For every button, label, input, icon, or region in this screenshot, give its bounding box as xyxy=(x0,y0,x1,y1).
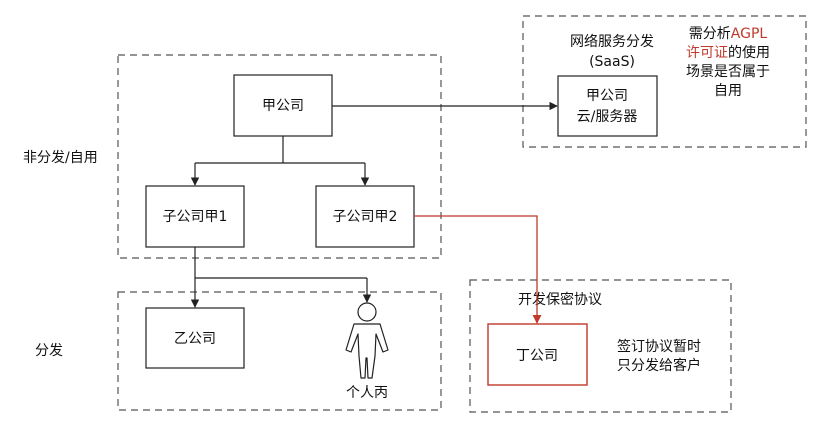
saas-group-title-line1: 网络服务分发 xyxy=(570,34,654,50)
agpl-note-line2: 许可证的使用 xyxy=(686,44,770,61)
connector-company-a-to-subs xyxy=(190,136,370,186)
node-cloud-server-line1: 甲公司 xyxy=(586,88,628,104)
saas-group-title-line2: (SaaS) xyxy=(589,54,635,70)
node-sub-a2-label: 子公司甲2 xyxy=(333,209,398,225)
node-company-a-label: 甲公司 xyxy=(262,98,304,114)
nda-group-title: 开发保密协议 xyxy=(518,291,602,308)
agpl-note-line3: 场景是否属于 xyxy=(686,64,770,80)
connector-sub-a1-to-distribution xyxy=(190,247,372,308)
connector-sub-a2-to-company-d xyxy=(414,215,542,324)
non-distribution-group xyxy=(117,54,442,259)
node-sub-a1-label: 子公司甲1 xyxy=(163,209,228,225)
node-cloud-server-line2: 云/服务器 xyxy=(577,109,638,125)
node-person-c-label: 个人丙 xyxy=(346,385,388,401)
node-company-b-label: 乙公司 xyxy=(174,331,216,347)
node-company-d-label: 丁公司 xyxy=(516,348,558,364)
nda-note-line2: 只分发给客户 xyxy=(617,357,701,374)
zone-label-distribution: 分发 xyxy=(35,343,63,359)
node-company-d: 丁公司 xyxy=(487,323,588,386)
agpl-note-line1: 需分析AGPL xyxy=(689,26,768,42)
saas-group xyxy=(522,15,807,148)
zone-label-non-distribution: 非分发/自用 xyxy=(23,150,98,166)
node-company-a: 甲公司 xyxy=(233,74,333,137)
node-cloud-server: 甲公司 云/服务器 xyxy=(557,75,658,137)
distribution-group xyxy=(117,291,442,411)
person-icon xyxy=(345,302,389,379)
nda-note-line1: 签订协议暂时 xyxy=(617,338,701,355)
node-sub-a2: 子公司甲2 xyxy=(315,185,415,248)
node-sub-a1: 子公司甲1 xyxy=(145,185,245,248)
nda-group xyxy=(469,279,732,413)
agpl-note-line4: 自用 xyxy=(714,83,742,99)
node-company-b: 乙公司 xyxy=(145,307,245,369)
